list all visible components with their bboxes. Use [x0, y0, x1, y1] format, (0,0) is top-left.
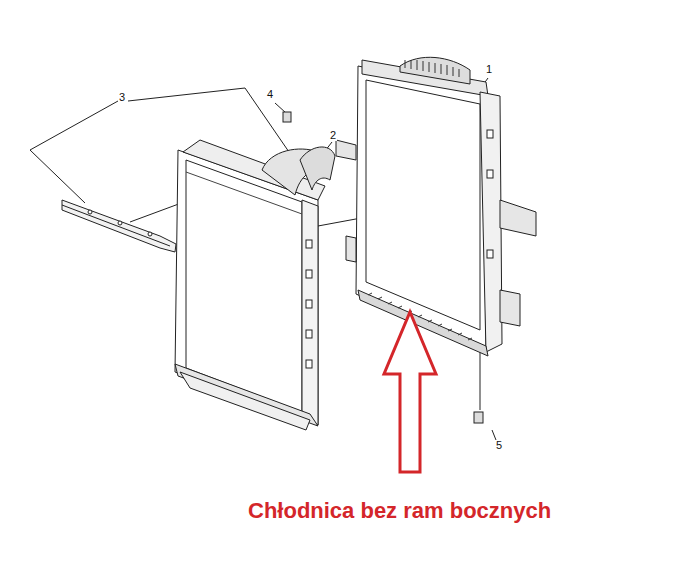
note-text: Chłodnica bez ram bocznych — [248, 500, 551, 522]
callout-number: 4 — [266, 89, 274, 100]
callout-number: 5 — [495, 440, 503, 451]
callout-number: 3 — [118, 92, 126, 103]
callout-number: 1 — [485, 64, 493, 75]
callout-number: 2 — [329, 130, 337, 141]
